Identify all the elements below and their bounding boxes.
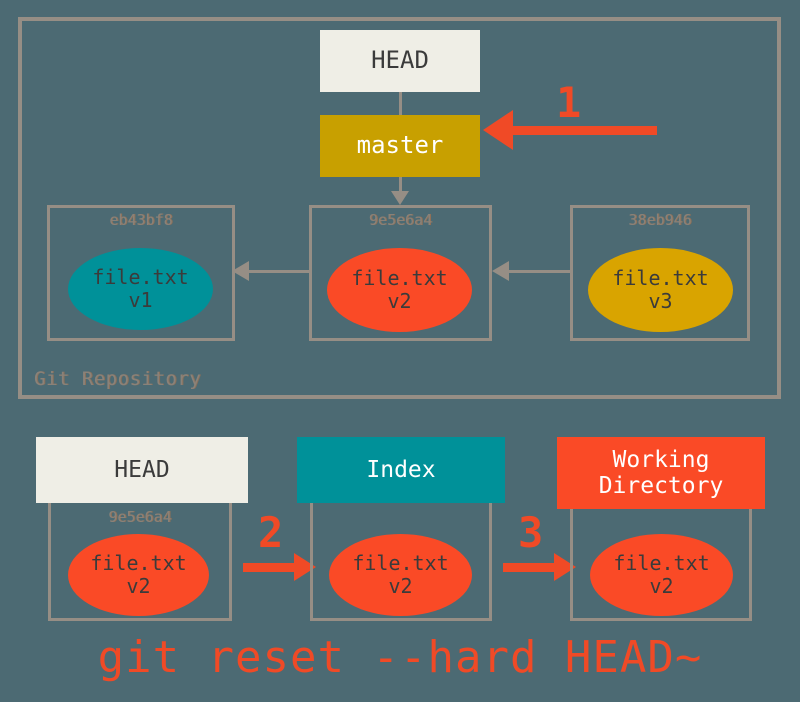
blob-38eb946: file.txt v3 — [588, 248, 733, 332]
tree-blob-working-directory: file.txt v2 — [590, 534, 733, 616]
git-repository-caption: Git Repository — [34, 368, 202, 390]
blob-filename: file.txt — [92, 265, 189, 289]
step-1-number: 1 — [556, 78, 582, 127]
step-1-arrow-head — [483, 110, 513, 150]
tree-title-head-label: HEAD — [114, 456, 170, 483]
parent-link-line-3-to-2 — [509, 270, 570, 273]
commit-box-38eb946 — [570, 205, 750, 341]
commit-hash-9e5e6a4: 9e5e6a4 — [368, 211, 433, 229]
blob-9e5e6a4: file.txt v2 — [327, 248, 472, 332]
parent-link-line-2-to-1 — [249, 270, 309, 273]
tree-title-index-label: Index — [366, 456, 436, 483]
step-2-number: 2 — [258, 508, 284, 557]
blob-version: v2 — [649, 574, 674, 598]
step-3-arrow-shaft — [503, 563, 556, 572]
step-2-arrow-shaft — [243, 563, 296, 572]
master-branch-box: master — [320, 115, 480, 177]
blob-filename: file.txt — [612, 266, 709, 290]
blob-filename: file.txt — [613, 551, 710, 575]
master-to-commit-line — [399, 177, 402, 195]
blob-filename: file.txt — [90, 551, 187, 575]
parent-link-arrow-3-to-2 — [492, 261, 509, 281]
command-caption: git reset --hard HEAD~ — [97, 632, 703, 683]
step-3-number: 3 — [518, 508, 544, 557]
git-repository-frame — [18, 17, 781, 399]
blob-filename: file.txt — [351, 266, 448, 290]
tree-title-working-directory: Working Directory — [557, 437, 765, 509]
step-1-arrow-shaft — [512, 126, 657, 135]
head-pointer-box: HEAD — [320, 30, 480, 92]
blob-filename: file.txt — [352, 551, 449, 575]
master-to-commit-arrowhead — [391, 191, 409, 205]
master-branch-label: master — [356, 131, 444, 160]
tree-title-index: Index — [297, 437, 505, 503]
tree-title-head: HEAD — [36, 437, 248, 503]
commit-box-9e5e6a4 — [309, 205, 492, 341]
tree-blob-head: file.txt v2 — [68, 534, 209, 616]
blob-eb43bf8: file.txt v1 — [68, 248, 213, 330]
commit-hash-eb43bf8: eb43bf8 — [109, 211, 173, 229]
tree-title-working-line1: Working — [612, 446, 710, 473]
blob-version: v2 — [388, 574, 413, 598]
commit-hash-38eb946: 38eb946 — [628, 211, 692, 229]
blob-version: v2 — [387, 289, 412, 313]
tree-blob-index: file.txt v2 — [329, 534, 472, 616]
blob-version: v2 — [126, 574, 151, 598]
head-pointer-label: HEAD — [371, 46, 429, 75]
blob-version: v1 — [128, 288, 153, 312]
head-to-master-line — [399, 92, 402, 116]
parent-link-arrow-2-to-1 — [232, 261, 249, 281]
tree-title-working-line2: Directory — [598, 473, 724, 499]
tree-hash-head: 9e5e6a4 — [108, 508, 172, 526]
blob-version: v3 — [648, 289, 673, 313]
